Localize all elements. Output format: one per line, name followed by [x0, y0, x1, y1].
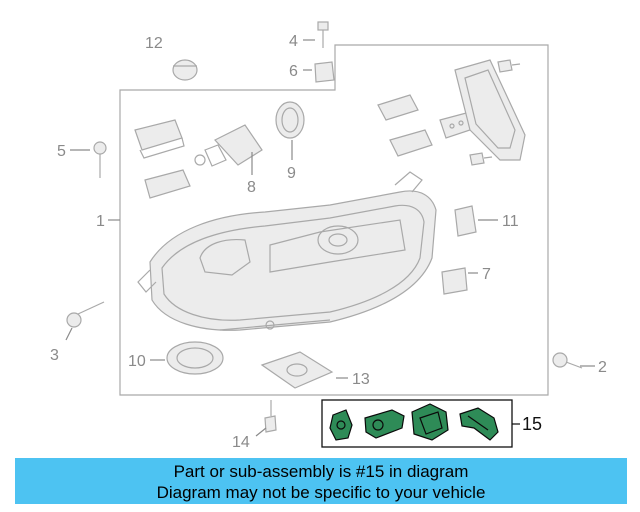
headlamp-assembly	[137, 171, 437, 331]
callout-6: 6	[289, 63, 298, 80]
screw-4	[317, 21, 329, 48]
callout-7: 7	[482, 266, 491, 283]
bolt-5	[93, 141, 107, 178]
callout-1: 1	[96, 213, 105, 230]
screw-14	[264, 400, 277, 433]
part-15a	[329, 409, 353, 441]
info-banner: Part or sub-assembly is #15 in diagram D…	[15, 458, 627, 504]
plug-12	[172, 59, 198, 81]
banner-line-2: Diagram may not be specific to your vehi…	[156, 483, 486, 502]
seal-ring-9	[275, 101, 305, 139]
control-unit	[377, 94, 419, 121]
small-connector	[389, 129, 433, 157]
callout-13: 13	[352, 371, 370, 388]
bolt-2	[552, 352, 583, 369]
bracket-7	[441, 267, 468, 295]
grommet-11	[454, 205, 477, 237]
connector-module-b	[144, 169, 191, 199]
callout-10: 10	[128, 353, 146, 370]
callout-5: 5	[57, 143, 66, 160]
part-15c	[411, 403, 449, 441]
callout-12: 12	[145, 35, 163, 52]
screw-mid-right	[469, 152, 493, 166]
bulb-socket	[194, 124, 263, 167]
ballast-13	[260, 351, 334, 389]
bolt-3	[66, 301, 105, 328]
callout-9: 9	[287, 165, 296, 182]
callout-14: 14	[232, 434, 250, 451]
callout-4: 4	[289, 33, 298, 50]
callout-2: 2	[598, 359, 607, 376]
callout-15: 15	[522, 414, 542, 434]
connector-module-a	[134, 119, 185, 159]
callout-3: 3	[50, 347, 59, 364]
screw-upper-right	[497, 59, 521, 73]
part-15b	[364, 409, 405, 439]
callout-8: 8	[247, 179, 256, 196]
rear-cover-housing	[454, 59, 526, 161]
callout-11: 11	[502, 213, 519, 230]
banner-line-1: Part or sub-assembly is #15 in diagram	[173, 462, 469, 481]
nut-6	[314, 61, 335, 83]
ring-10	[166, 341, 224, 375]
sub-assembly-15-box[interactable]	[321, 399, 520, 448]
part-15d	[459, 407, 499, 441]
assembly-boundary	[119, 44, 549, 396]
parts-diagram: 1 2 3 4 5 6 7 8 9 10 11 12 13 14 15	[50, 21, 607, 451]
